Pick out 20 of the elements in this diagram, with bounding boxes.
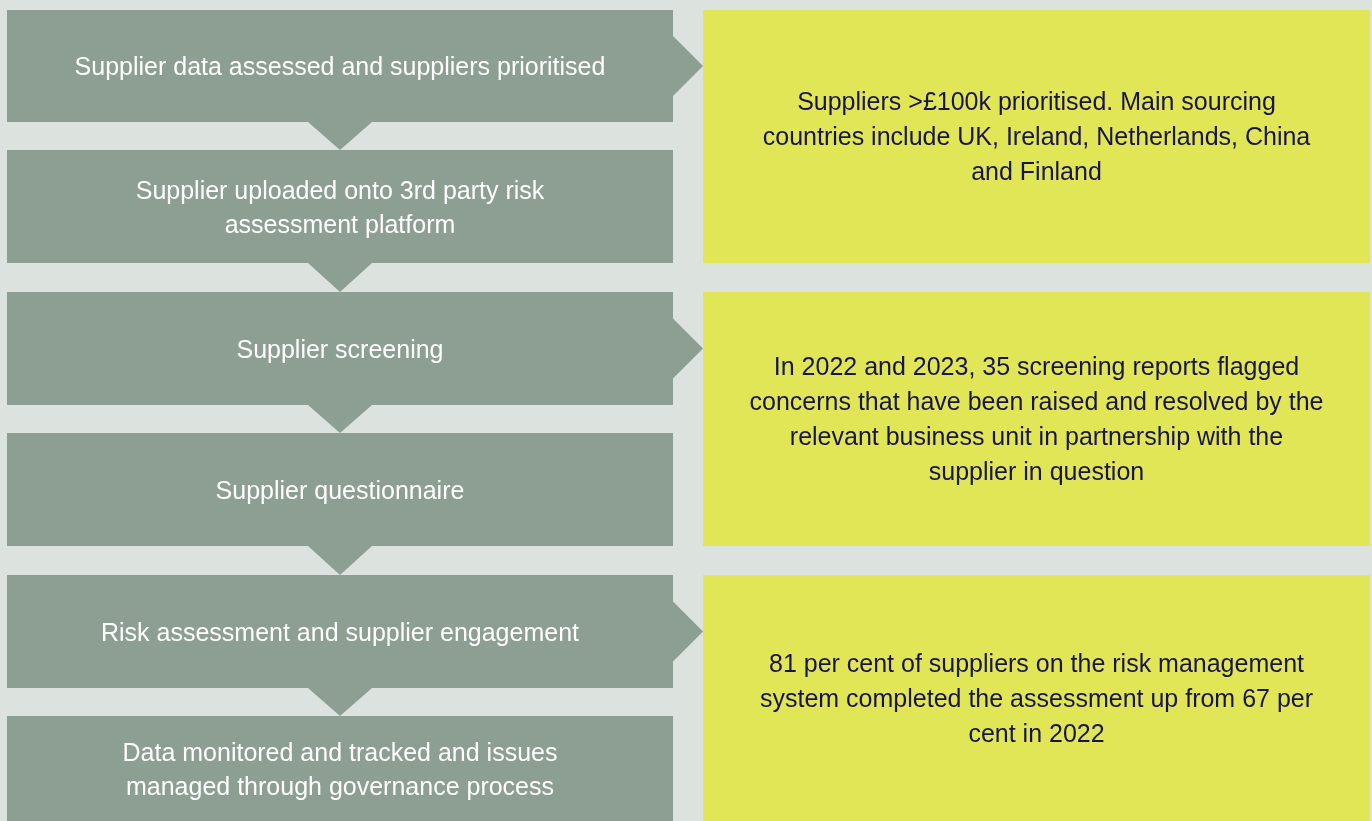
box-text: Supplier questionnaire — [215, 474, 465, 506]
arrow — [673, 36, 703, 96]
box-text: Supplier screening — [236, 333, 444, 365]
box-text: In 2022 and 2023, 35 screening reports flagged concerns that have been raised and resolved by the relevant business unit in partnership with the supplier in question — [748, 351, 1325, 487]
box-text: Supplier uploaded onto 3rd party risk assessment platform — [134, 174, 546, 240]
info-box — [703, 10, 1370, 263]
arrow — [673, 601, 703, 662]
arrow — [308, 405, 372, 433]
box-text: Supplier data assessed and suppliers prioritised — [74, 51, 606, 82]
arrow — [308, 263, 372, 292]
info-box — [703, 575, 1370, 821]
box-text: Suppliers >£100k prioritised. Main sourcing countries include UK, Ireland, Netherlands, China and Finland — [761, 86, 1312, 187]
arrow — [308, 546, 372, 575]
info-box — [703, 292, 1370, 546]
box-text: Risk assessment and supplier engagement — [100, 616, 579, 648]
arrow — [673, 318, 703, 379]
arrow — [308, 688, 372, 716]
box-text: 81 per cent of suppliers on the risk management system completed the assessment up from 67 per cent in 2022 — [759, 647, 1314, 749]
box-text: Data monitored and tracked and issues managed through governance process — [121, 736, 559, 802]
arrow — [308, 122, 372, 150]
